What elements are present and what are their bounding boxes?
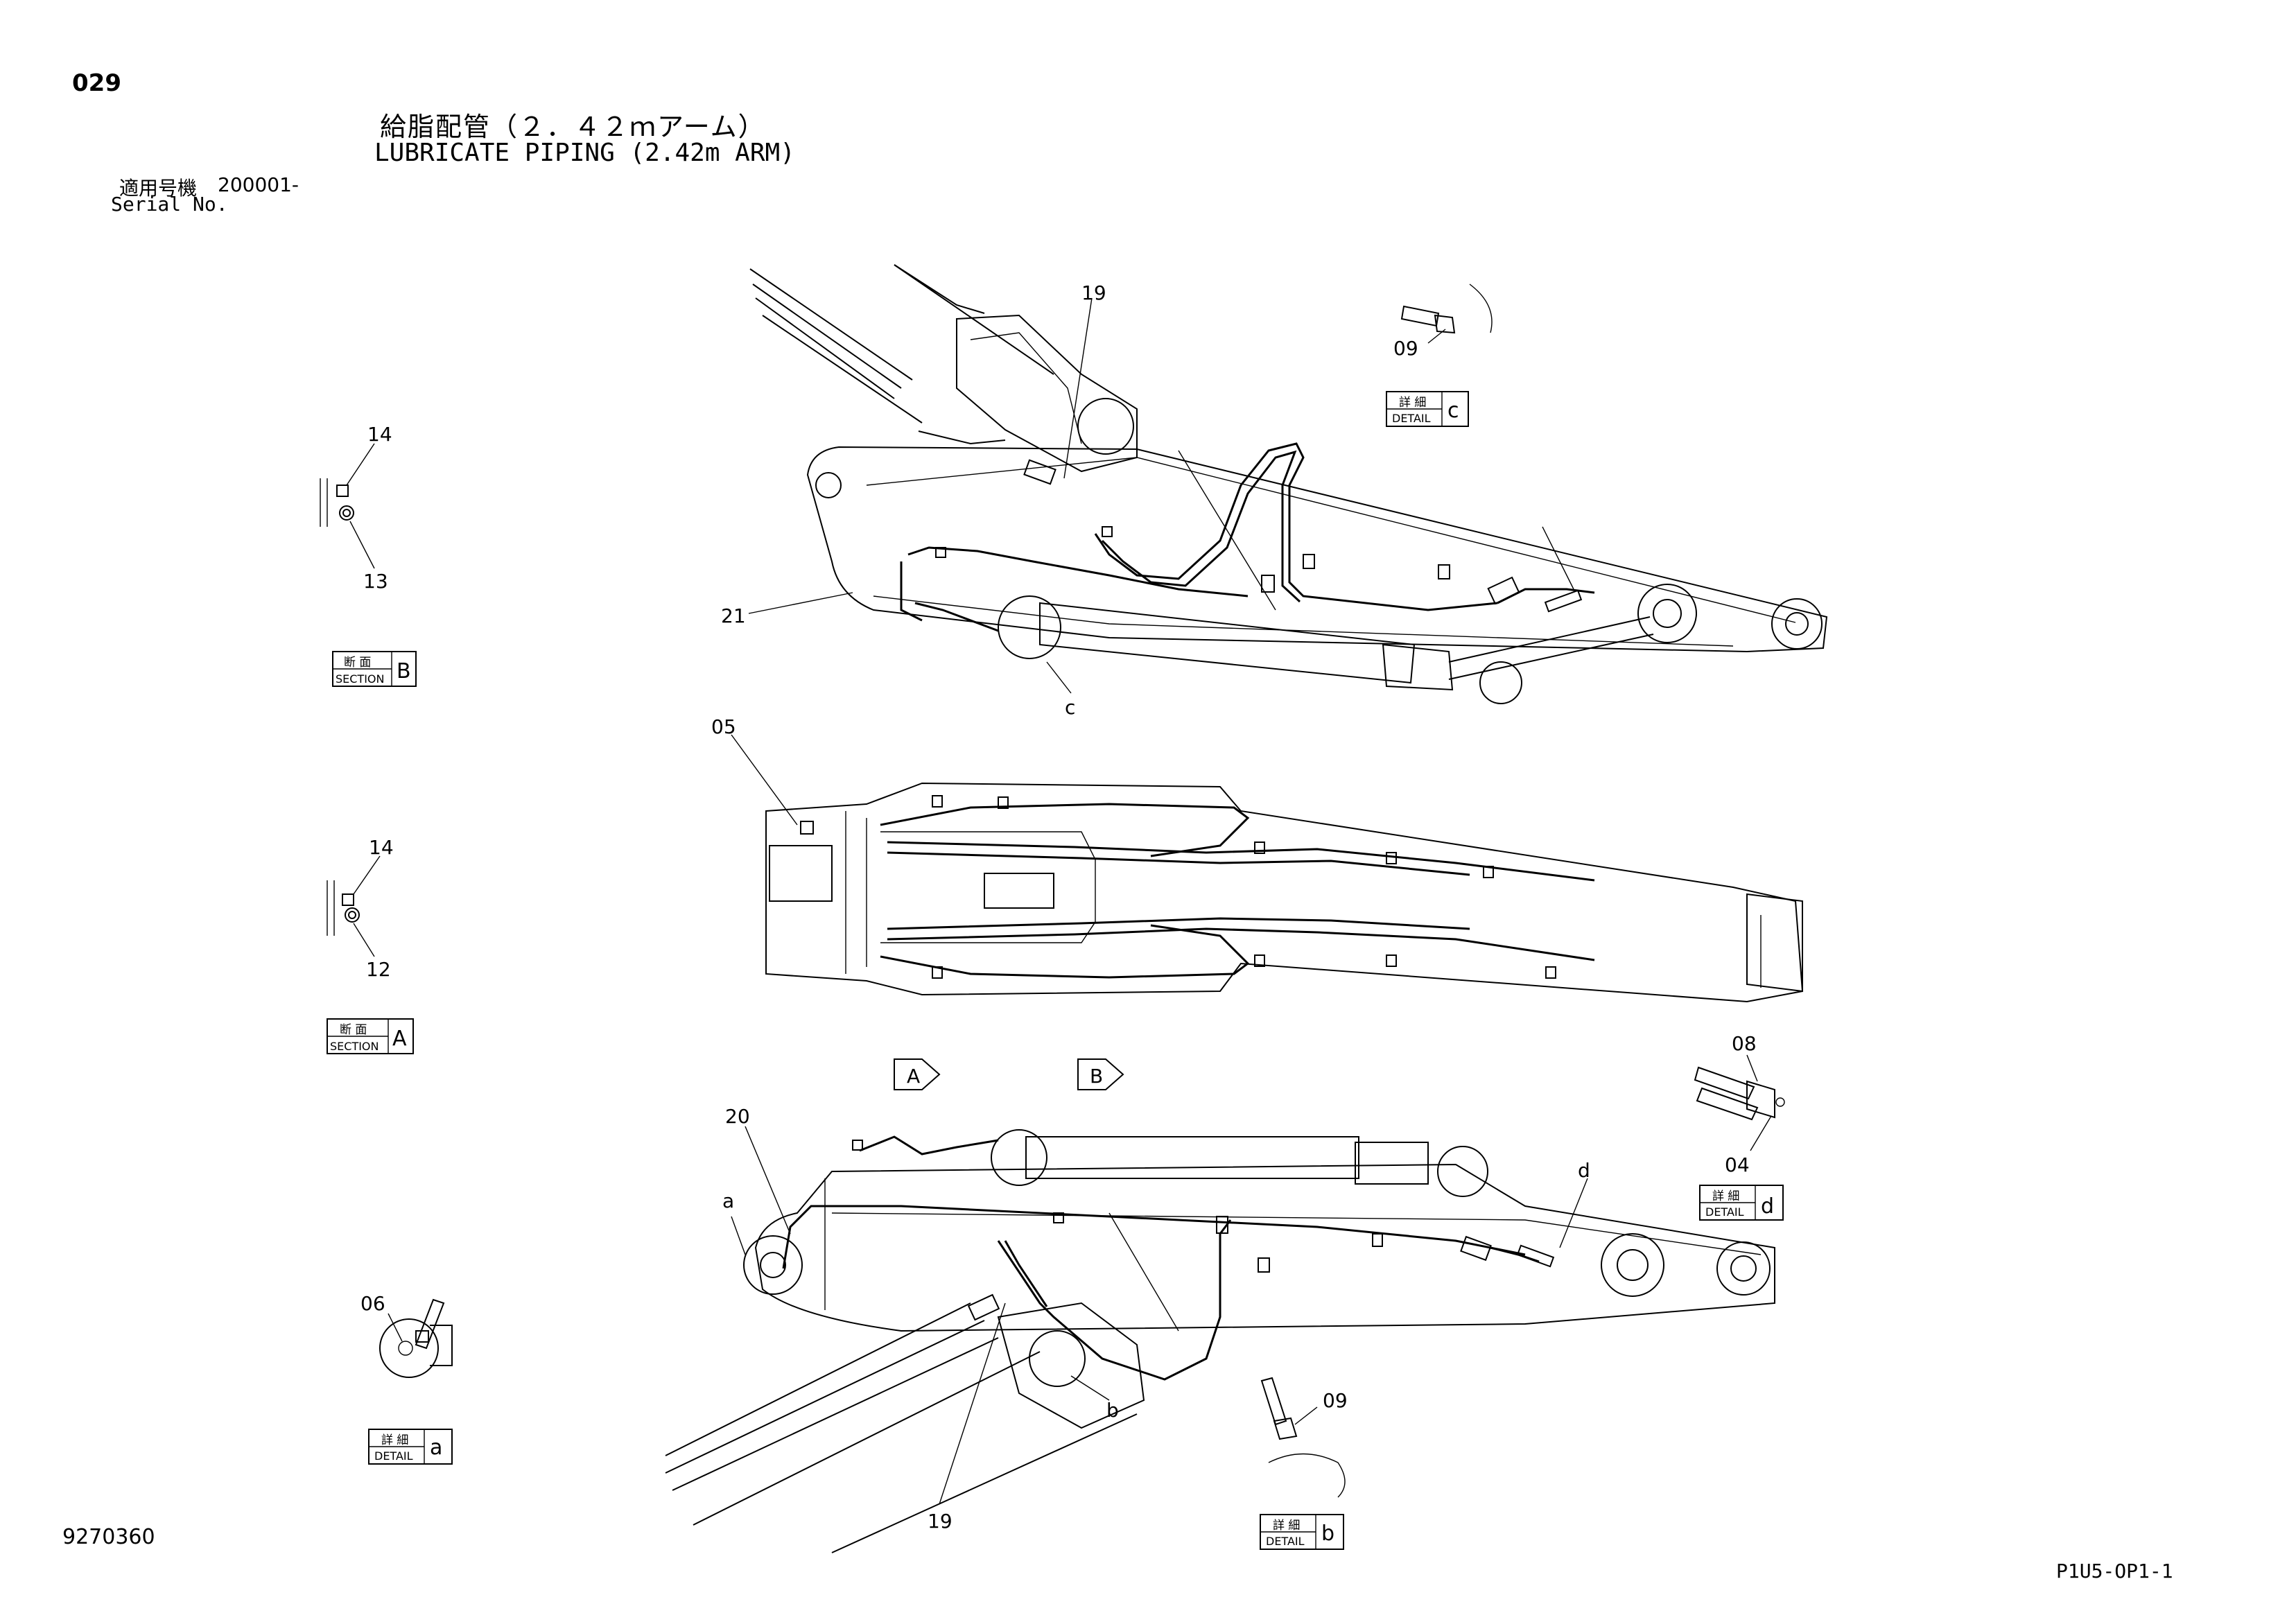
bucket-link-pin-bottom <box>1601 1233 1664 1297</box>
arm-hole-top <box>815 472 842 498</box>
callout-bot-b: b <box>1106 1399 1119 1422</box>
svg-text:SECTION: SECTION <box>336 672 385 686</box>
svg-text:a: a <box>430 1436 442 1460</box>
detail-b-part: 09 <box>1323 1389 1348 1412</box>
callout-top-19: 19 <box>1081 281 1106 304</box>
detail-d-part-top: 08 <box>1732 1032 1757 1055</box>
callout-top-21: 21 <box>721 604 746 627</box>
svg-text:詳 細: 詳 細 <box>1399 396 1426 410</box>
arm-top-view-middle: 05 <box>711 715 1804 1003</box>
arm-side-view-bottom: 20 a d b 19 <box>665 1105 1775 1553</box>
svg-text:DETAIL: DETAIL <box>1266 1535 1305 1548</box>
svg-text:断 面: 断 面 <box>340 1023 367 1037</box>
boom-bottom <box>665 1302 1145 1553</box>
boom-pin-top <box>1077 398 1134 455</box>
arm-side-view-top: 19 21 c <box>721 264 1828 719</box>
section-b-part-bottom: 13 <box>363 570 388 593</box>
svg-text:SECTION: SECTION <box>330 1040 379 1053</box>
svg-text:詳 細: 詳 細 <box>1712 1189 1739 1203</box>
detail-d-view: 08 04 <box>1694 1032 1785 1176</box>
svg-text:d: d <box>1761 1194 1774 1219</box>
detail-c-part: 09 <box>1393 337 1418 360</box>
title-japanese: 給脂配管（２．４２ｍアーム） <box>380 112 766 142</box>
section-b-label: 断 面 SECTION B <box>332 651 417 687</box>
section-a-label: 断 面 SECTION A <box>327 1018 414 1054</box>
detail-b-view: 09 <box>1260 1377 1348 1498</box>
arm-hole-bottom <box>743 1235 803 1295</box>
view-arrow-a: A <box>894 1058 941 1090</box>
drawing-number: 9270360 <box>62 1525 155 1549</box>
leaders-bottom <box>731 1126 1588 1505</box>
section-b-part-top: 14 <box>367 423 392 446</box>
svg-text:詳 細: 詳 細 <box>381 1433 408 1447</box>
svg-text:B: B <box>1090 1065 1103 1088</box>
svg-text:DETAIL: DETAIL <box>1705 1205 1744 1219</box>
detail-c-label: 詳 細 DETAIL c <box>1386 391 1469 427</box>
svg-text:b: b <box>1321 1521 1334 1546</box>
serial-label-japanese: 適用号機 <box>119 177 198 200</box>
section-b-view: 14 13 <box>320 423 392 593</box>
svg-text:c: c <box>1447 399 1459 423</box>
svg-text:DETAIL: DETAIL <box>374 1449 413 1463</box>
svg-text:DETAIL: DETAIL <box>1392 412 1431 425</box>
arm-end-tip <box>1746 893 1803 993</box>
grease-fittings-bottom <box>852 1140 1555 1321</box>
callout-top-c: c <box>1065 696 1075 719</box>
svg-text:断 面: 断 面 <box>344 656 371 670</box>
svg-text:B: B <box>397 659 411 683</box>
section-a-part-bottom: 12 <box>366 958 391 981</box>
clamps-middle <box>800 795 1556 979</box>
section-a-view: 14 12 <box>327 836 394 981</box>
callout-bot-20: 20 <box>725 1105 750 1128</box>
detail-c-view: 09 <box>1393 284 1493 360</box>
boom-top <box>749 264 1054 445</box>
arm-cylinder-bottom <box>991 1129 1488 1197</box>
title-english: LUBRICATE PIPING (2.42m ARM) <box>374 139 795 167</box>
view-arrow-b: B <box>1077 1058 1124 1090</box>
grease-pipes-middle <box>880 803 1595 979</box>
section-a-part-top: 14 <box>369 836 394 859</box>
svg-text:A: A <box>392 1027 407 1051</box>
detail-a-label: 詳 細 DETAIL a <box>368 1429 453 1465</box>
leader-05 <box>731 734 798 826</box>
leaders-top <box>748 297 1574 694</box>
sheet-code: P1U5-OP1-1 <box>2056 1560 2173 1582</box>
detail-a-view: 06 <box>360 1292 453 1378</box>
bucket-pin-top <box>1771 598 1823 649</box>
detail-b-label: 詳 細 DETAIL b <box>1260 1514 1344 1550</box>
arm-body-bottom <box>754 1163 1775 1332</box>
arm-cylinder-top <box>998 595 1654 704</box>
callout-bot-d: d <box>1578 1159 1590 1182</box>
detail-d-part-bottom: 04 <box>1725 1153 1750 1176</box>
callout-bot-19: 19 <box>928 1510 953 1533</box>
grease-fittings-top <box>935 459 1583 613</box>
detail-d-label: 詳 細 DETAIL d <box>1699 1185 1784 1221</box>
serial-range: 200001- <box>218 173 299 196</box>
detail-a-part: 06 <box>360 1292 385 1315</box>
svg-text:詳 細: 詳 細 <box>1273 1519 1300 1533</box>
callout-mid-05: 05 <box>711 715 736 738</box>
bucket-link-pin-top <box>1637 584 1697 643</box>
serial-label-english: Serial No. <box>111 193 228 216</box>
callout-bot-a: a <box>722 1189 734 1212</box>
grease-pipes-top <box>900 442 1595 632</box>
grease-pipes-bottom <box>782 1135 1540 1381</box>
svg-text:A: A <box>907 1065 920 1088</box>
bucket-pin-bottom <box>1716 1241 1771 1296</box>
page-number: 029 <box>72 69 121 97</box>
boom-end-block <box>769 845 833 902</box>
arm-body-top <box>806 446 1828 653</box>
